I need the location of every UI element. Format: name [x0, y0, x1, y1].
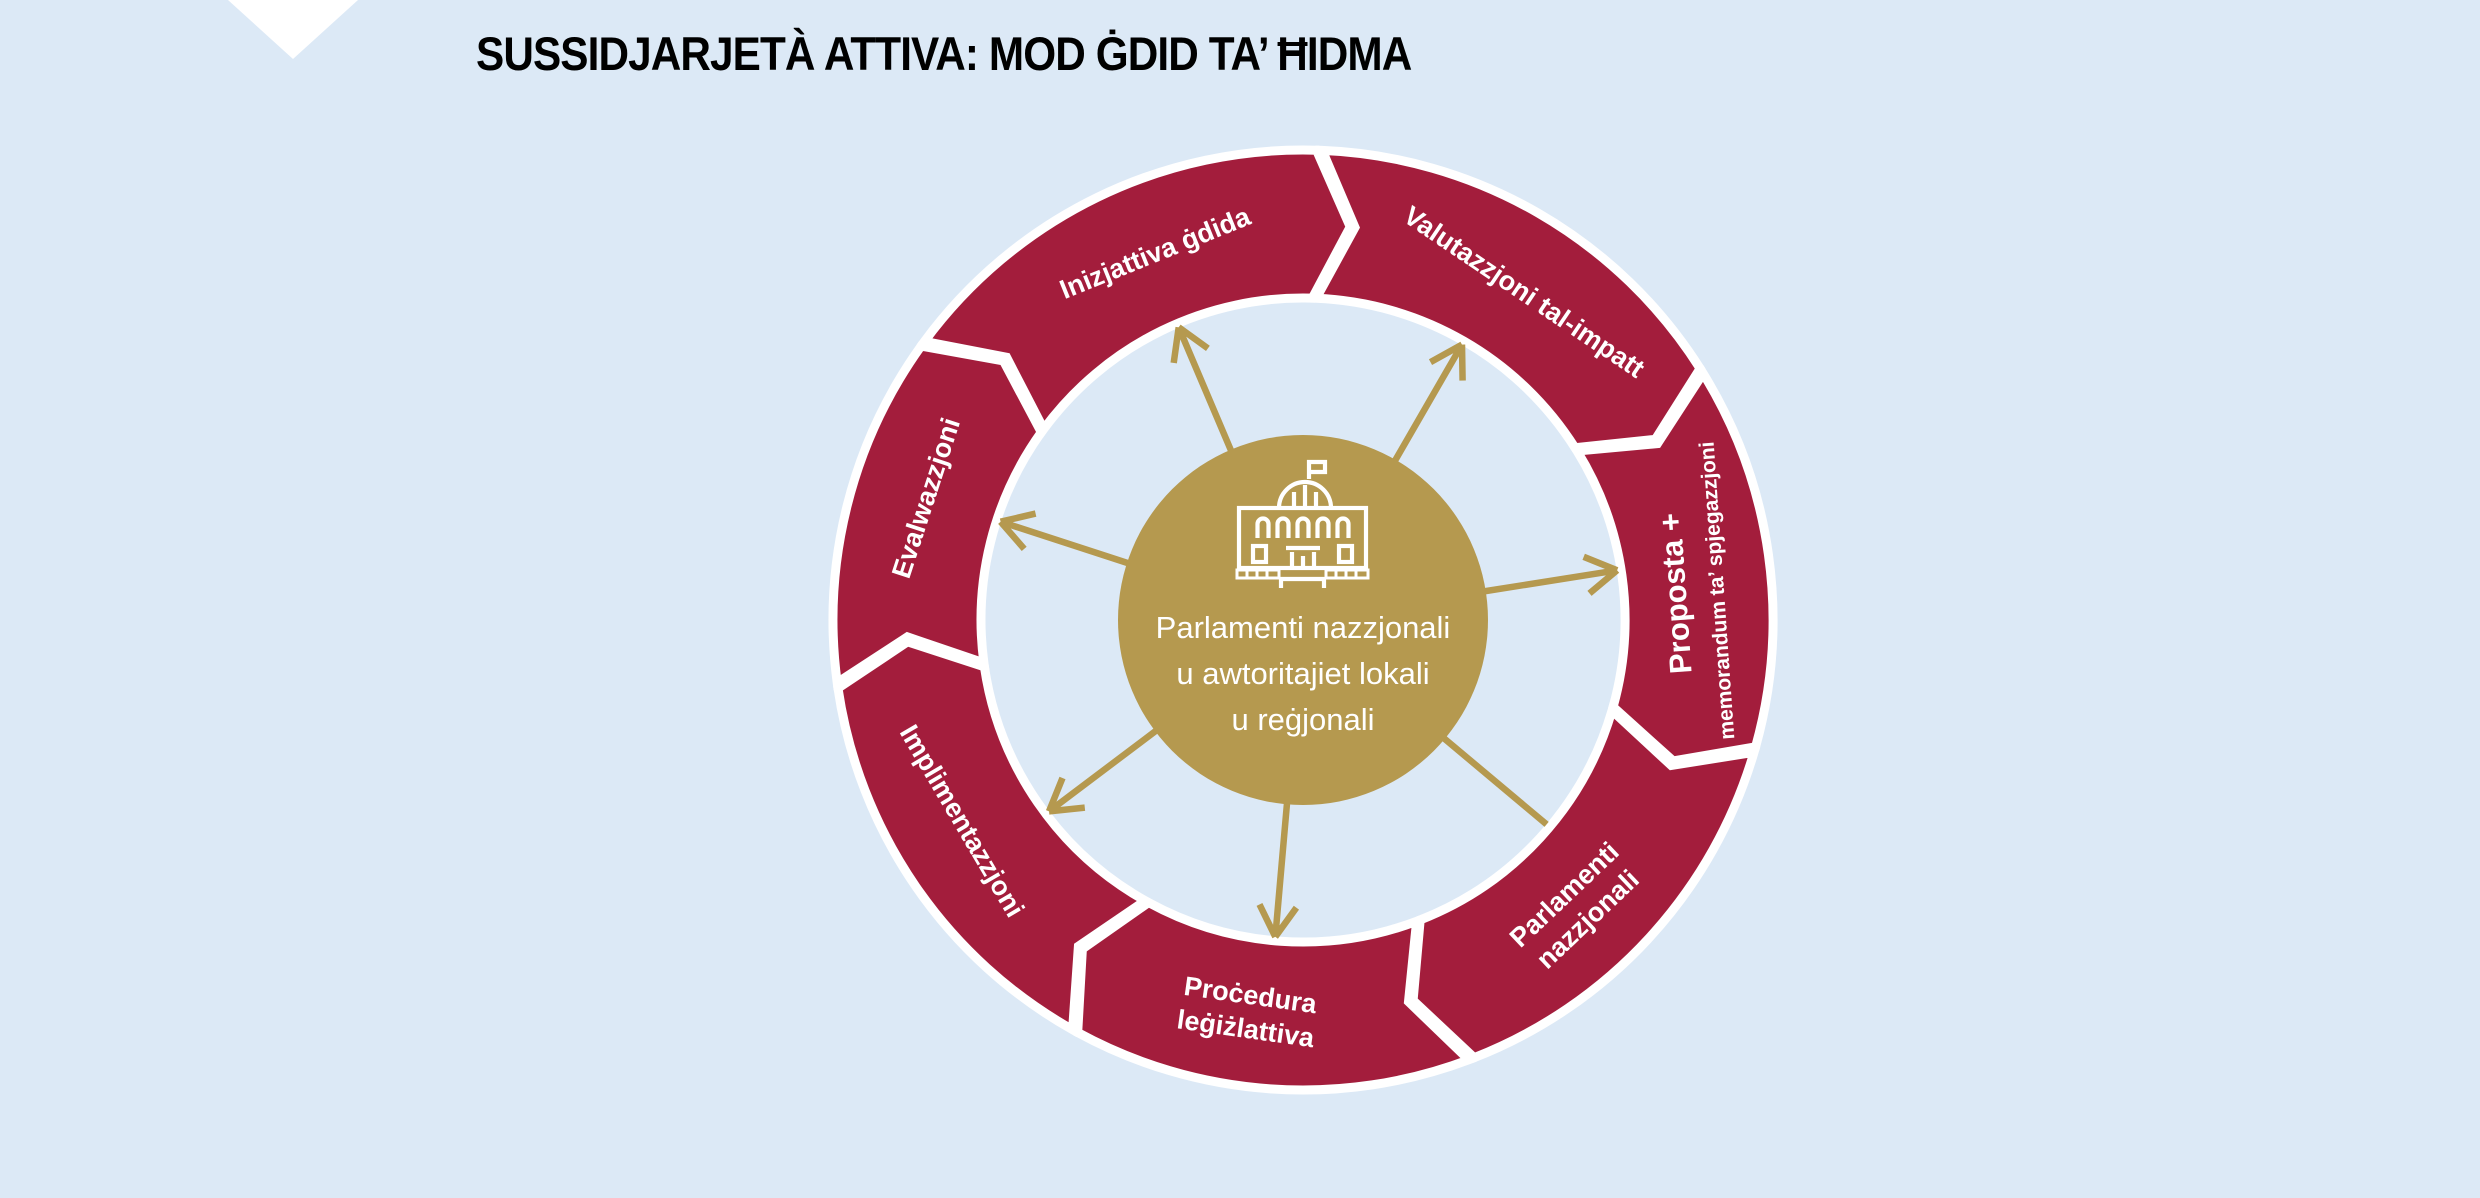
dome [1276, 479, 1334, 509]
center-circle [1118, 435, 1488, 805]
center-label: Parlamenti nazzjonali u awtoritajiet lok… [1156, 610, 1451, 737]
ring-segment-implimentazzjoni [833, 636, 1154, 1038]
center-arrow-implimentazzjoni [1045, 723, 1165, 815]
page-title: SUSSIDJARJETÀ ATTIVA: MOD ĠDID TA’ ĦIDMA [476, 27, 1412, 80]
base-right-ticks [1334, 570, 1358, 578]
center-arrow-inizjattiva-gdida [1170, 324, 1238, 460]
center-arrow-procedura-legizlattiva [1256, 795, 1300, 939]
decorative-triangle [228, 0, 358, 59]
dome-ribs [1291, 485, 1319, 506]
center-label-line: u reġjonali [1231, 702, 1374, 737]
flag-icon [1306, 459, 1328, 479]
radial-arrows [998, 324, 1620, 939]
ring-segment-inizjattiva-gdida [916, 145, 1356, 438]
parliament-building-icon [1235, 459, 1370, 588]
arched-windows [1255, 516, 1351, 538]
center-arrow-proposta-memorandum [1476, 553, 1620, 596]
center-arrow-parlamenti-nazzjonali [1435, 730, 1549, 827]
base-left-ticks [1245, 570, 1269, 578]
left-window [1250, 543, 1269, 565]
center-label-line: Parlamenti nazzjonali [1156, 610, 1451, 645]
entrance-columns [1286, 545, 1320, 568]
ring-segment-evalwazzjoni [828, 341, 1047, 691]
center-arrow-valutazzjoni-tal-impatt [1388, 341, 1466, 470]
ring-segment-proposta-memorandum [1569, 364, 1778, 766]
cycle-ring [828, 145, 1778, 1095]
ring-segment-valutazzjoni-tal-impatt [1308, 145, 1706, 453]
ring-segment-parlamenti-nazzjonali [1408, 702, 1761, 1063]
ring-segment-procedura-legizlattiva [1073, 897, 1477, 1095]
center-arrow-evalwazzjoni [998, 510, 1137, 569]
right-window [1336, 543, 1355, 565]
center-label-line: u awtoritajiet lokali [1176, 656, 1429, 691]
entrance-steps [1278, 576, 1327, 588]
